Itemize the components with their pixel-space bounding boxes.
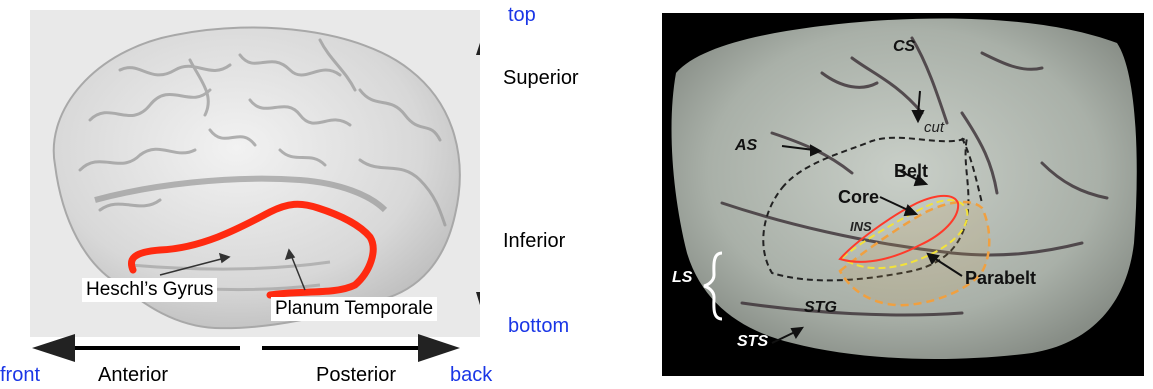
anterior-label: Anterior — [98, 364, 168, 387]
parabelt-label: Parabelt — [965, 268, 1036, 289]
core-label: Core — [838, 187, 879, 208]
monkey-brain-photo — [662, 13, 1144, 376]
cut-label: cut — [924, 119, 944, 136]
superior-label: Superior — [503, 67, 579, 90]
human-brain-figure: Heschl’s Gyrus Planum Temporale — [0, 0, 480, 389]
planum-temporale-label: Planum Temporale — [271, 297, 437, 321]
ins-label: INS — [850, 219, 872, 234]
stg-label: STG — [804, 299, 837, 317]
monkey-brain-surface — [672, 19, 1137, 359]
as-label: AS — [735, 137, 757, 155]
inferior-label: Inferior — [503, 230, 565, 253]
heschls-gyrus-label: Heschl’s Gyrus — [82, 278, 217, 302]
bottom-label: bottom — [508, 315, 569, 338]
monkey-brain-figure: CS AS cut Belt Core INS Parabelt LS STG … — [662, 13, 1144, 376]
front-label: front — [0, 364, 40, 387]
human-brain-illustration — [0, 0, 480, 389]
top-label: top — [508, 4, 536, 27]
back-label: back — [450, 364, 492, 387]
cs-label: CS — [893, 38, 915, 56]
sts-label: STS — [737, 333, 768, 351]
horizontal-axis-arrows — [32, 334, 460, 362]
ls-label: LS — [672, 269, 692, 287]
posterior-label: Posterior — [316, 364, 396, 387]
belt-label: Belt — [894, 161, 928, 182]
